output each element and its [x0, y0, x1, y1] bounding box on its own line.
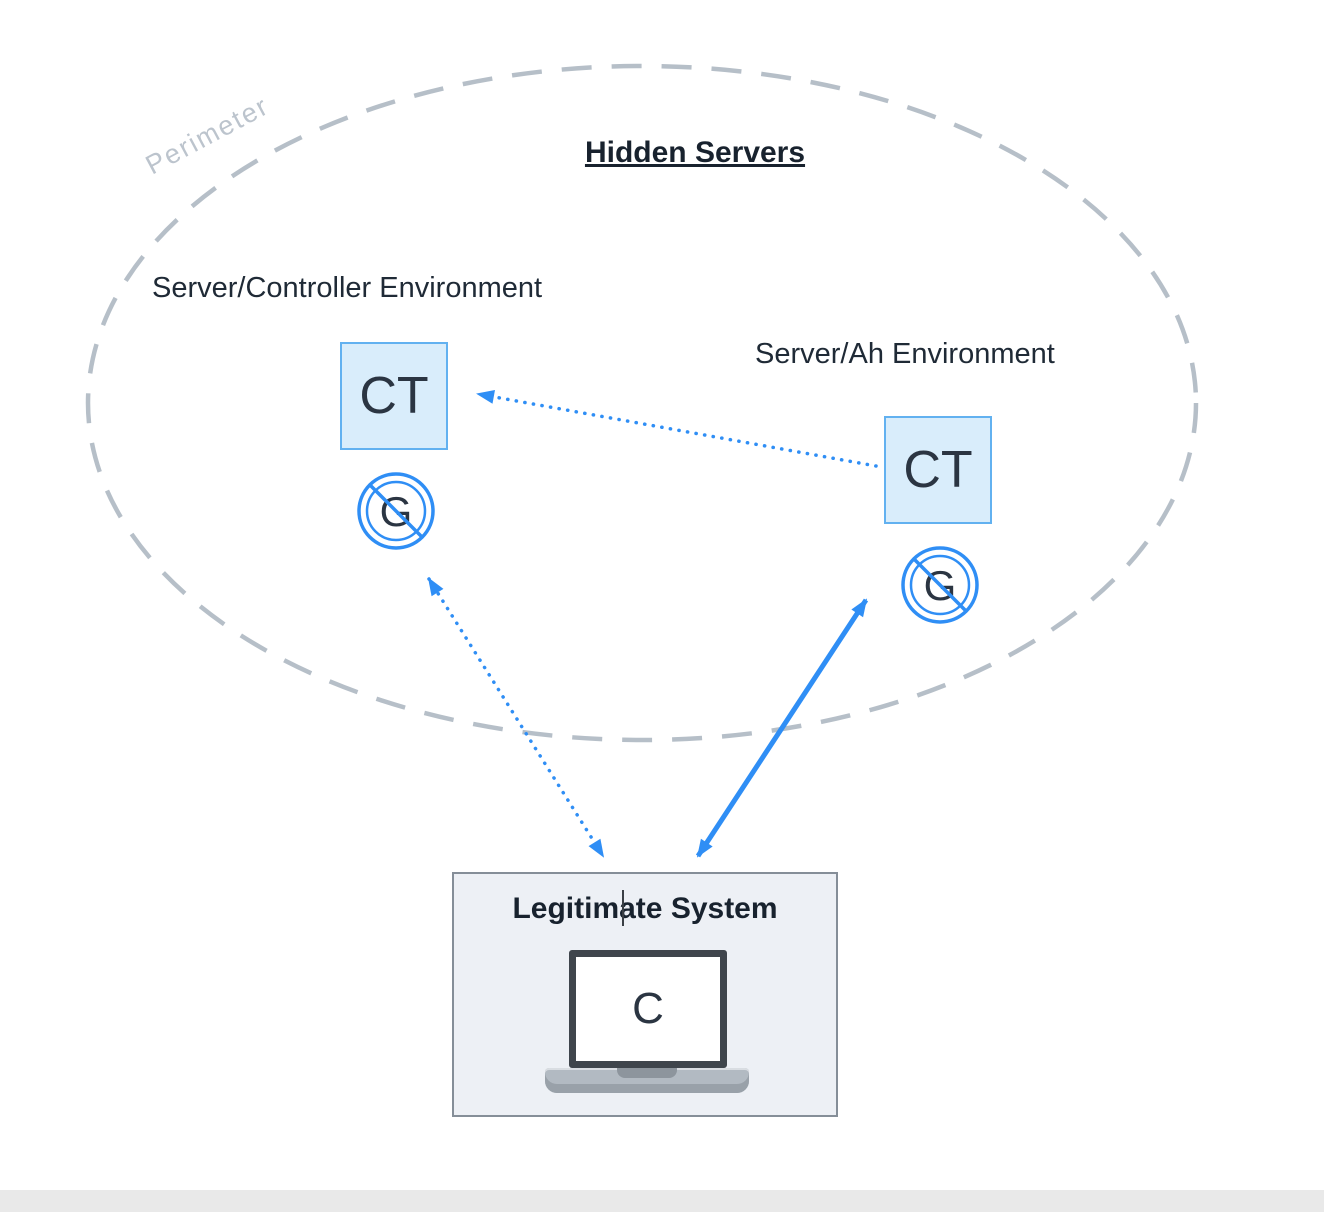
legitimate-system-title: Legitimate System: [512, 892, 778, 925]
perimeter-ellipse: [85, 63, 1199, 743]
arrow-ct-to-ct-dotted: [476, 389, 878, 468]
prohibition-inner-ring: [365, 480, 427, 542]
prohibition-slash: [368, 483, 424, 539]
page-bottom-strip: [0, 1190, 1324, 1212]
arrow-right-g-to-legit-solid: [695, 598, 869, 858]
arrow-left-g-to-legit-dotted: [427, 577, 605, 858]
prohibited-g-icon: G: [357, 472, 435, 550]
prohibited-g-icon: G: [901, 546, 979, 624]
text-cursor: [622, 890, 624, 926]
laptop-screen-letter: C: [632, 984, 664, 1033]
ct-node-label: CT: [359, 367, 429, 425]
laptop-icon: C: [569, 950, 727, 1068]
laptop-notch: [617, 1068, 677, 1078]
ct-node-label: CT: [903, 441, 973, 499]
legitimate-system-box: Legitimate System C: [452, 872, 838, 1117]
server-ah-environment-label: Server/Ah Environment: [755, 338, 1055, 370]
prohibition-slash: [912, 557, 968, 613]
laptop-base: [545, 1068, 749, 1093]
server-ah-ct-node: CT: [884, 416, 992, 524]
server-controller-ct-node: CT: [340, 342, 448, 450]
server-controller-environment-label: Server/Controller Environment: [152, 272, 543, 304]
prohibition-inner-ring: [909, 554, 971, 616]
diagram-title: Hidden Servers: [584, 136, 806, 169]
